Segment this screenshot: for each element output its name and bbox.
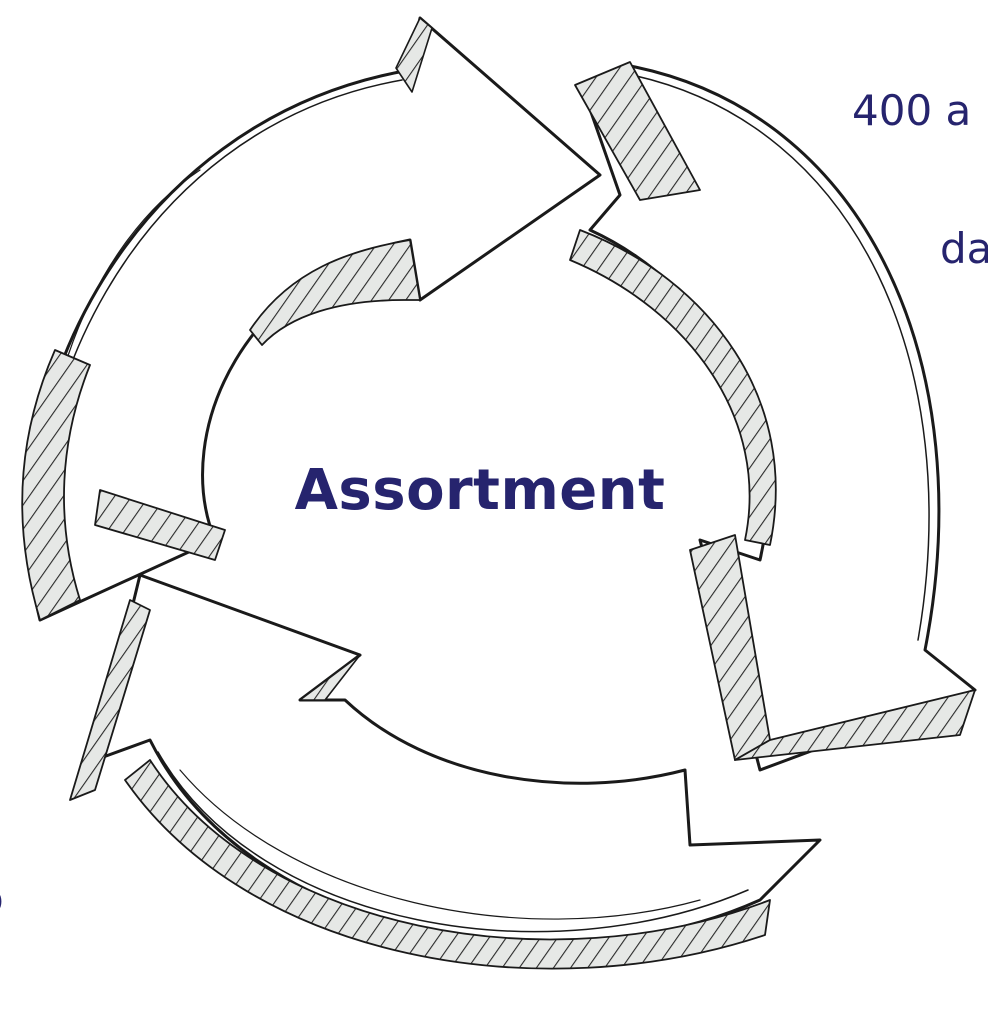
cropped-text-top-right: 400 a: [852, 86, 971, 135]
cycle-arrow-right: [570, 62, 975, 770]
cropped-text-bottom-left: o: [0, 874, 4, 923]
center-label: Assortment: [200, 458, 760, 523]
cycle-arrow-top: [22, 18, 600, 620]
cropped-text-right: da: [940, 224, 988, 273]
